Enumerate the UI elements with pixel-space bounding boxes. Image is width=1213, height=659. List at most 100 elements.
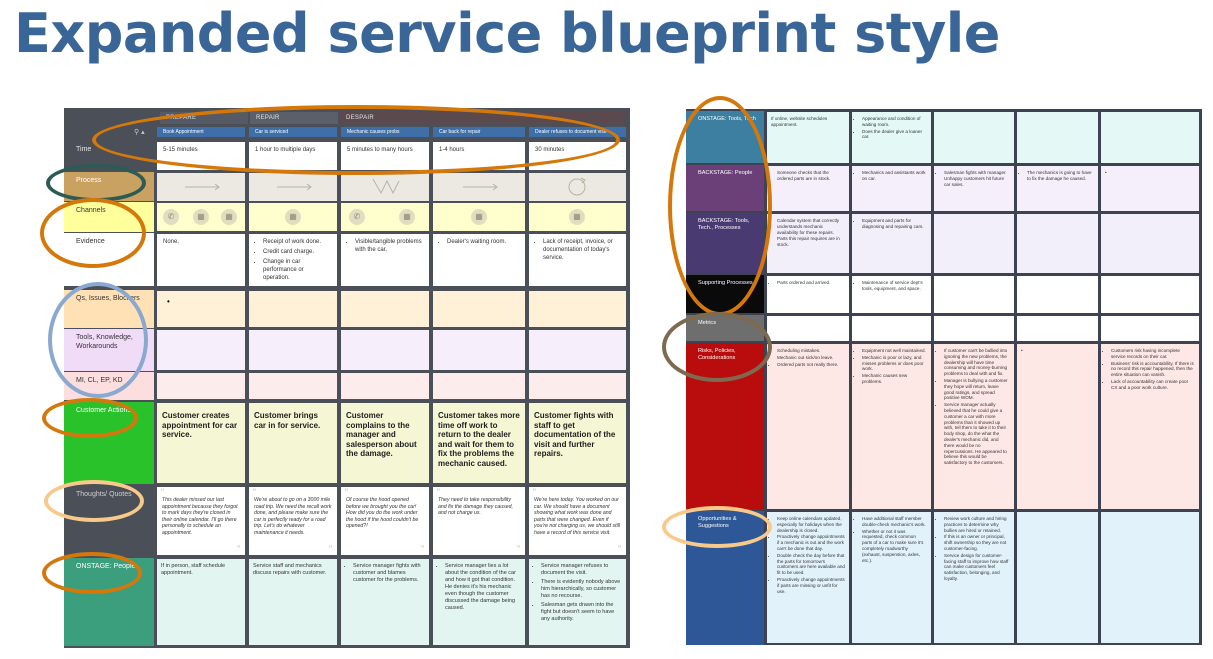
metrics-cell[interactable] [852,316,931,341]
metrics-cell[interactable] [934,316,1014,341]
onstage-tools-cell[interactable]: Appearance and condition of waiting room… [852,112,931,163]
process-cell[interactable] [157,173,245,201]
time-cell[interactable]: 1-4 hours [433,142,525,170]
channels-cell[interactable]: ▦ [249,203,337,231]
step-bar[interactable]: Book Appointment [157,127,245,137]
metrics-cell[interactable] [767,316,849,341]
quote-card[interactable]: “We're here today. You worked on our car… [529,487,626,555]
step-bar[interactable]: Mechanic causes probs [341,127,429,137]
time-cell[interactable]: 5 minutes to many hours [341,142,429,170]
evidence-cell[interactable]: Lack of receipt, invoice, or documentati… [529,234,626,286]
tools-cell[interactable] [529,330,626,370]
quote-open-icon: “ [161,487,164,497]
onstage-people-cell[interactable]: Service manager fights with customer and… [341,559,429,645]
quote-card[interactable]: “They need to take responsibility and fi… [433,487,525,555]
time-cell[interactable]: 5-15 minutes [157,142,245,170]
risks-cell[interactable]: Scheduling mistakes.Mechanic out sick/on… [767,344,849,509]
process-cell[interactable] [529,173,626,201]
time-cell[interactable]: 30 minutes [529,142,626,170]
phase-despair[interactable]: DESPAIR [340,112,626,124]
supporting-cell[interactable]: Maintenance of service dept's tools, equ… [852,276,931,313]
risks-cell[interactable]: • [1017,344,1098,509]
phase-prepare[interactable]: PREPARE [160,112,248,124]
backstage-tools-cell[interactable]: Calendar system that correctly understan… [767,214,849,273]
tools-cell[interactable] [433,330,525,370]
onstage-tools-cell[interactable] [1017,112,1098,163]
supporting-cell[interactable] [1101,276,1199,313]
phone-icon: ✆ [163,209,179,225]
backstage-people-cell[interactable]: Someone checks that the ordered parts ar… [767,166,849,211]
time-cell[interactable]: 1 hour to multiple days [249,142,337,170]
opportunities-cell[interactable]: Review work culture and hiring practices… [934,512,1014,643]
qs-cell[interactable]: • [157,291,245,327]
zigzag-arrow-icon [372,178,400,195]
backstage-tools-cell[interactable] [934,214,1014,273]
onstage-people-cell[interactable]: Service manager lies a lot about the con… [433,559,525,645]
quote-card[interactable]: “This dealer missed our last appointment… [157,487,245,555]
opportunities-cell[interactable] [1017,512,1098,643]
channels-cell[interactable]: ✆ ▦ [341,203,429,231]
channels-cell[interactable]: ▦ [433,203,525,231]
onstage-tools-cell[interactable] [1101,112,1199,163]
supporting-cell[interactable]: Parts ordered and arrived. [767,276,849,313]
supporting-cell[interactable] [934,276,1014,313]
evidence-cell[interactable]: Receipt of work done.Credit card charge.… [249,234,337,286]
risks-cell[interactable]: Customers risk having incomplete service… [1101,344,1199,509]
qs-cell[interactable] [341,291,429,327]
step-bar[interactable]: Car is serviced [249,127,337,137]
backstage-people-cell[interactable]: Mechanics and assistants work on car. [852,166,931,211]
process-cell[interactable] [433,173,525,201]
arrow-right-icon [463,183,498,191]
mi-cell[interactable] [341,373,429,399]
process-cell[interactable] [341,173,429,201]
customer-action-card[interactable]: Customer brings car in for service. [249,403,337,483]
mi-cell[interactable] [249,373,337,399]
risks-cell[interactable]: Equipment not well maintained.Mechanic i… [852,344,931,509]
backstage-people-cell[interactable]: The mechanics is going to have to fix th… [1017,166,1098,211]
quote-card[interactable]: “We're about to go on a 3000 mile road t… [249,487,337,555]
customer-action-card[interactable]: Customer creates appointment for car ser… [157,403,245,483]
quote-card[interactable]: “Of course the hood opened before we bro… [341,487,429,555]
supporting-cell[interactable] [1017,276,1098,313]
mi-cell[interactable] [529,373,626,399]
opportunities-cell[interactable] [1101,512,1199,643]
channels-cell[interactable]: ▦ [529,203,626,231]
customer-action-card[interactable]: Customer fights with staff to get docume… [529,403,626,483]
row-label-onstage-people: ONSTAGE: People [64,558,154,646]
step-bar[interactable]: Car back for repair [433,127,525,137]
customer-action-card[interactable]: Customer complains to the manager and sa… [341,403,429,483]
backstage-tools-cell[interactable]: Equipment and parts for diagnosing and r… [852,214,931,273]
onstage-tools-cell[interactable] [934,112,1014,163]
onstage-people-cell[interactable]: Service staff and mechanics discuss repa… [249,559,337,645]
backstage-people-cell[interactable]: • [1101,166,1199,211]
onstage-people-cell[interactable]: If in person, staff schedule appointment… [157,559,245,645]
onstage-tools-cell[interactable]: If online, website schedules appointment… [767,112,849,163]
opportunities-cell[interactable]: Have additional staff member double-chec… [852,512,931,643]
backstage-tools-cell[interactable] [1017,214,1098,273]
backstage-tools-cell[interactable] [1101,214,1199,273]
tools-cell[interactable] [341,330,429,370]
metrics-cell[interactable] [1101,316,1199,341]
evidence-cell[interactable]: Dealer's waiting room. [433,234,525,286]
process-cell[interactable] [249,173,337,201]
pin-icon[interactable]: ⚲ ▴ [134,129,145,136]
risks-cell[interactable]: If customer can't be bullied into ignori… [934,344,1014,509]
opportunities-cell[interactable]: Keep online calendars updated, especiall… [767,512,849,643]
customer-action-card[interactable]: Customer takes more time off work to ret… [433,403,525,483]
backstage-people-cell[interactable]: Salesman fights with manager. Unhappy cu… [934,166,1014,211]
tools-cell[interactable] [157,330,245,370]
tools-cell[interactable] [249,330,337,370]
qs-cell[interactable] [433,291,525,327]
mi-cell[interactable] [157,373,245,399]
metrics-cell[interactable] [1017,316,1098,341]
quote-close-icon: ” [618,544,621,555]
onstage-people-cell[interactable]: Service manager refuses to document the … [529,559,626,645]
step-bar[interactable]: Dealer refuses to document visit [529,127,626,137]
phase-repair[interactable]: REPAIR [250,112,338,124]
qs-cell[interactable] [529,291,626,327]
mi-cell[interactable] [433,373,525,399]
channels-cell[interactable]: ✆ ▦ ▦ [157,203,245,231]
evidence-cell[interactable]: Visible/tangible problems with the car. [341,234,429,286]
evidence-cell[interactable]: None. [157,234,245,286]
qs-cell[interactable] [249,291,337,327]
